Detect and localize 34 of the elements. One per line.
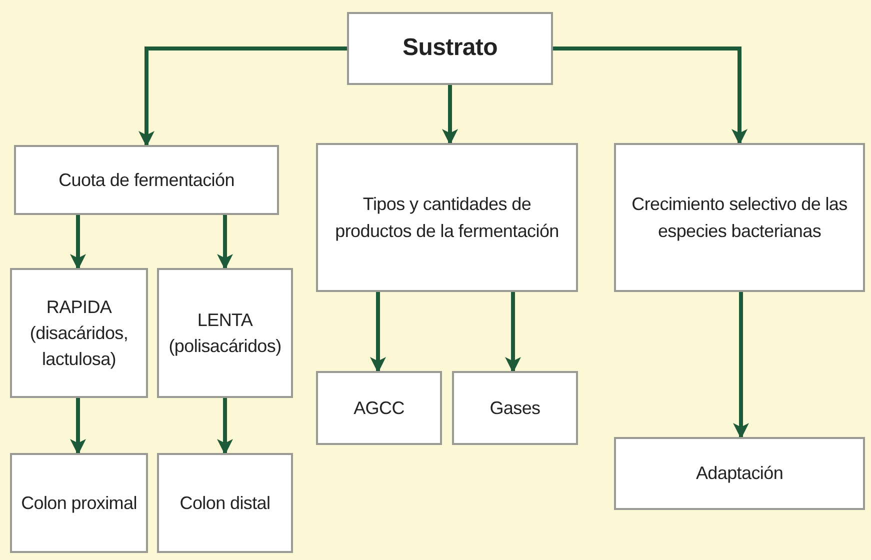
box-label: RAPIDA <box>46 296 112 319</box>
process-box <box>347 12 553 85</box>
box-label: Colon distal <box>180 492 270 515</box>
arrow <box>70 215 86 270</box>
arrow <box>138 46 347 147</box>
process-box <box>10 453 148 553</box>
box-label: Colon proximal <box>21 492 137 515</box>
arrow <box>442 85 458 145</box>
box-label: (polisacáridos) <box>168 335 282 358</box>
arrow <box>217 215 233 270</box>
arrow <box>217 398 233 455</box>
process-box <box>614 143 865 292</box>
process-box <box>157 453 293 553</box>
box-label: Tipos y cantidades de productos de la fermentación <box>334 193 560 243</box>
process-box <box>14 145 279 215</box>
process-box <box>452 371 578 445</box>
arrow <box>70 398 86 455</box>
process-box <box>614 437 865 510</box>
arrow <box>733 292 749 439</box>
box-label: Crecimiento selectivo de las especies bacterianas <box>630 193 848 243</box>
box-label: AGCC <box>354 396 404 420</box>
box-label: Sustrato <box>402 33 498 64</box>
process-box <box>316 143 578 292</box>
box-label: (disacáridos, lactulosa) <box>28 322 130 372</box>
arrow <box>553 46 748 145</box>
box-label: Adaptación <box>696 462 784 486</box>
process-box <box>316 371 442 445</box>
arrow <box>370 292 386 373</box>
arrow <box>505 292 521 373</box>
box-label: Gases <box>490 396 540 420</box>
box-label: Cuota de fermentación <box>58 168 234 192</box>
box-label: LENTA <box>197 308 253 332</box>
process-box <box>157 268 293 398</box>
process-box <box>10 268 148 398</box>
